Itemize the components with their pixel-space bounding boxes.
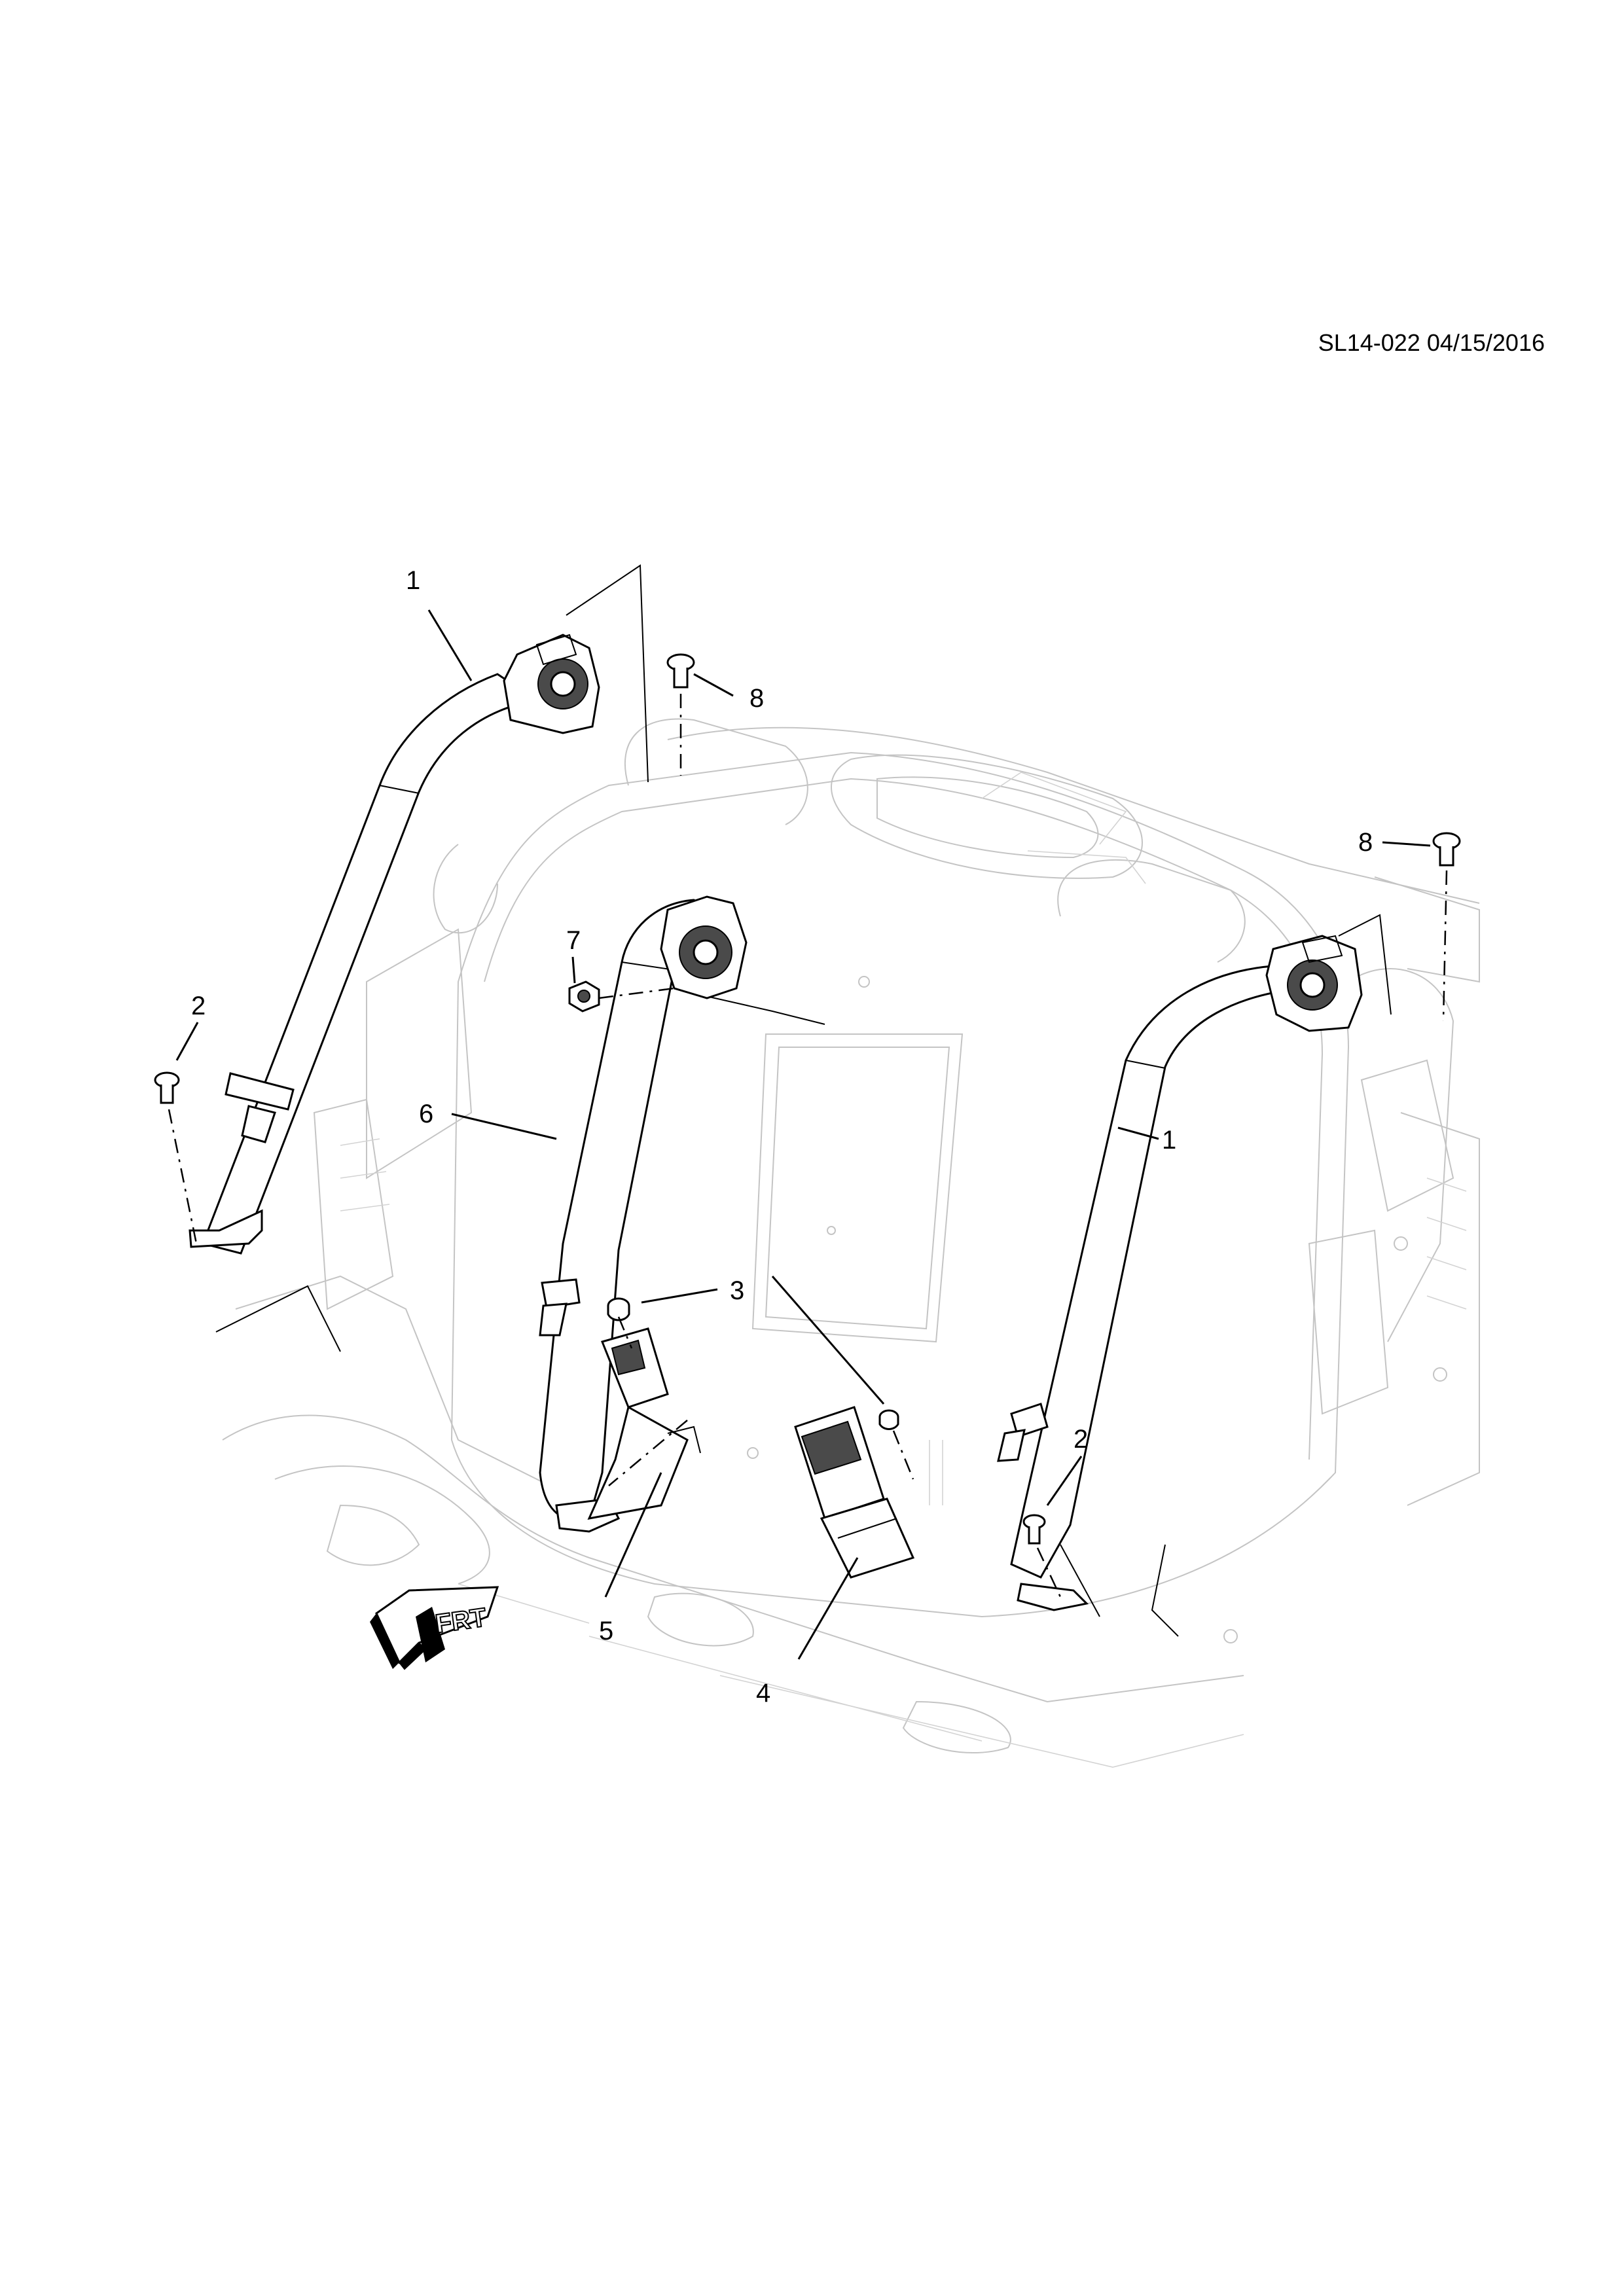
installation-lines <box>168 694 1448 1598</box>
buckle-nut-left <box>607 1297 630 1321</box>
callout-5: 5 <box>599 1617 613 1645</box>
callout-7: 7 <box>566 926 581 955</box>
anchor-bolt-right <box>1022 1514 1046 1545</box>
buckle-left <box>587 1327 701 1520</box>
callout-8-left: 8 <box>749 684 764 713</box>
buckle-nut-right <box>878 1409 899 1430</box>
retractor-center <box>539 895 748 1533</box>
anchor-bolt-left <box>154 1071 180 1104</box>
retractor-nut <box>568 980 600 1013</box>
document-id: SL14-022 04/15/2016 <box>1318 329 1545 356</box>
retractor-left-outboard <box>189 634 600 1255</box>
callout-1-left: 1 <box>406 566 420 595</box>
callout-2-left: 2 <box>191 992 206 1020</box>
retractor-bolt-right <box>1432 832 1461 867</box>
retractor-right-outboard <box>997 935 1363 1611</box>
frt-label: FRT <box>434 1603 488 1638</box>
reference-lines <box>215 564 1392 1637</box>
callout-3: 3 <box>730 1276 744 1305</box>
callout-6: 6 <box>419 1100 433 1128</box>
callout-8-right: 8 <box>1358 828 1373 857</box>
callout-2-right: 2 <box>1074 1425 1088 1454</box>
vehicle-body-structure <box>222 718 1480 1768</box>
callout-4: 4 <box>756 1679 770 1708</box>
callouts: 1 1 2 2 3 4 5 6 7 8 8 <box>191 566 1373 1708</box>
retractor-bolt-left <box>666 653 695 689</box>
leader-lines <box>175 609 1431 1660</box>
callout-1-right: 1 <box>1162 1126 1176 1155</box>
buckle-center <box>794 1406 915 1579</box>
front-direction-arrow: FRT <box>370 1586 499 1670</box>
